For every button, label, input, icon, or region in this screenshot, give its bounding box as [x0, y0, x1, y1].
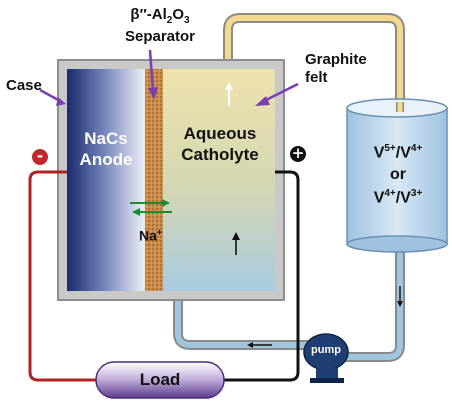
negative-terminal-sign: -	[32, 149, 48, 165]
separator-membrane	[145, 69, 163, 291]
catholyte-region	[163, 69, 275, 291]
anode-label: NaCs Anode	[79, 129, 133, 169]
load-element	[95, 361, 225, 399]
positive-terminal-sign: +	[290, 144, 306, 162]
catholyte-tank	[346, 107, 448, 245]
separator-label: β″-Al2O3 Separator	[124, 6, 196, 45]
graphite-felt-label: Graphite felt	[305, 51, 367, 86]
case-label: Case	[6, 77, 42, 94]
graphite-pointer	[261, 82, 299, 104]
separator-pointer	[148, 49, 155, 93]
anode-region	[67, 69, 145, 291]
sodium-ion-label: Na+	[139, 227, 163, 244]
tank-chemistry-label: V5+/V4+ or V4+/V3+	[373, 143, 423, 207]
catholyte-label: Aqueous Catholyte	[181, 124, 259, 164]
pump-label: pump	[311, 344, 341, 356]
load-label: Load	[139, 370, 181, 389]
negative-wire	[28, 170, 98, 382]
positive-wire	[222, 170, 300, 382]
